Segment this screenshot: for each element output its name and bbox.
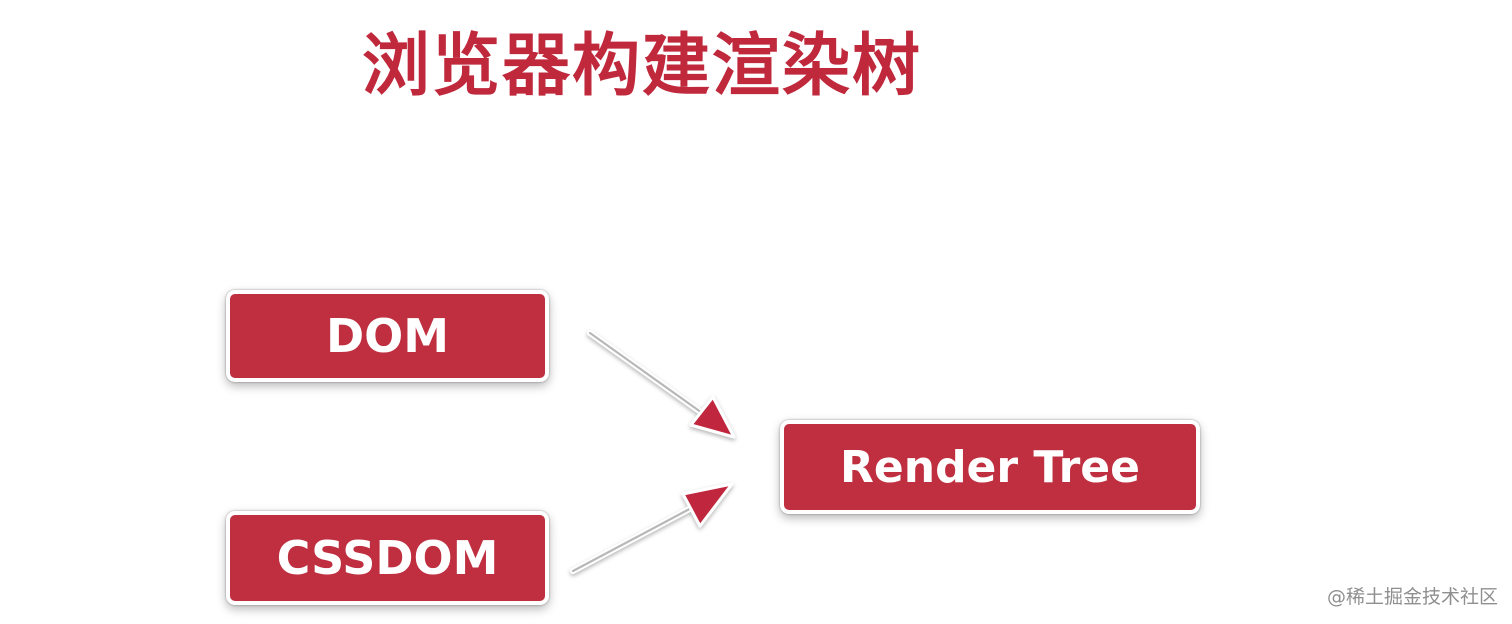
- dom-to-render-arrow: [587, 330, 736, 439]
- watermark: @稀土掘金技术社区: [1326, 586, 1498, 608]
- render-tree-node: Render Tree: [780, 420, 1200, 514]
- dom-node: DOM: [226, 290, 549, 382]
- cssdom-node-label: CSSDOM: [276, 531, 499, 585]
- render-tree-node-label: Render Tree: [840, 441, 1140, 493]
- cssdom-to-render-arrow: [570, 482, 734, 574]
- page-title: 浏览器构建渲染树: [362, 27, 923, 106]
- dom-node-label: DOM: [325, 309, 450, 363]
- cssdom-node: CSSDOM: [226, 511, 549, 605]
